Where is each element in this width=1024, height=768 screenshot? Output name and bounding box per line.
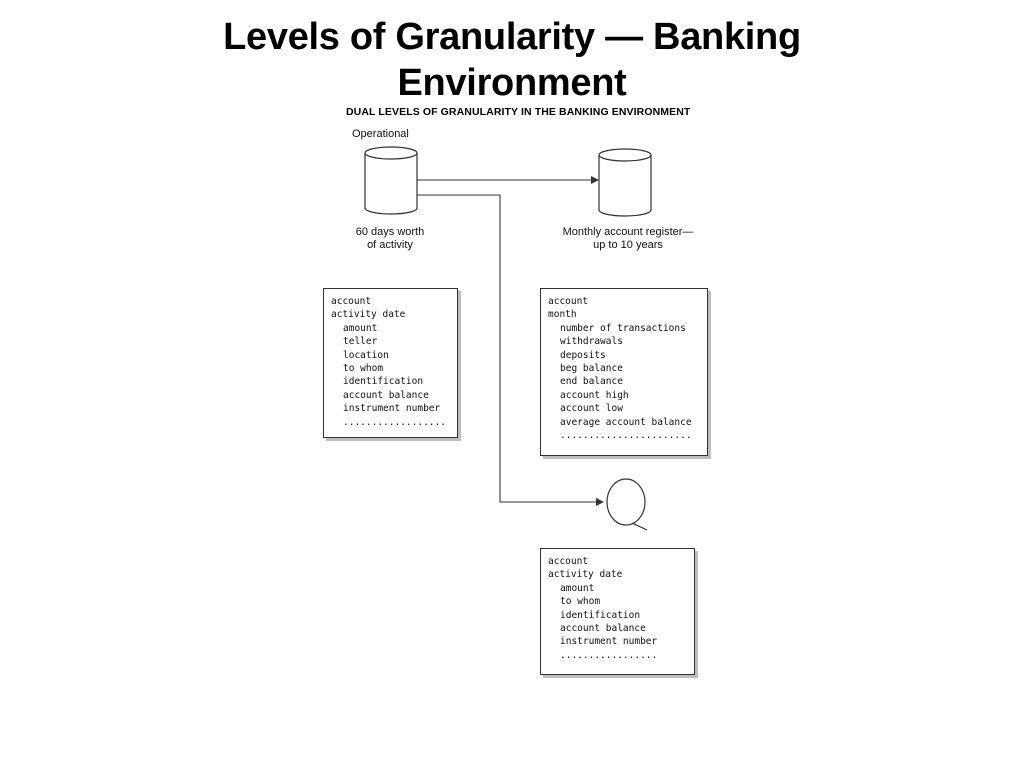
monthly-caption-line-2: up to 10 years [593, 239, 663, 251]
record-field: number of transactions [560, 322, 686, 334]
slide-title: Levels of Granularity — Banking Environm… [223, 16, 801, 104]
monthly-caption: Monthly account register— up to 10 years [548, 226, 708, 252]
cylinder-database-icon [598, 148, 652, 217]
record-field: to whom [343, 363, 384, 375]
connector-operational-to-query [417, 194, 604, 506]
record-field: to whom [560, 596, 601, 608]
monthly-caption-line-1: Monthly account register— [562, 226, 694, 238]
record-field: activity date [331, 309, 406, 321]
record-field: identification [343, 376, 424, 388]
record-field: ....................... [560, 430, 692, 442]
record-field: instrument number [560, 636, 658, 648]
record-field: average account balance [560, 416, 692, 428]
record-field: teller [343, 336, 378, 348]
record-field: account [548, 296, 589, 307]
operational-caption-line-2: of activity [367, 239, 413, 251]
record-field: account high [560, 389, 629, 401]
operational-caption: 60 days worth of activity [340, 226, 440, 252]
record-field: identification [560, 609, 641, 621]
record-field: withdrawals [560, 336, 623, 348]
record-field: month [548, 309, 577, 321]
record-field: end balance [560, 376, 623, 388]
record-field: .................. [343, 416, 446, 428]
record-field: activity date [548, 569, 623, 581]
record-field: account [331, 296, 372, 307]
diagram-heading: DUAL LEVELS OF GRANULARITY IN THE BANKIN… [346, 106, 691, 118]
record-field: amount [560, 582, 595, 594]
record-field: account low [560, 403, 623, 415]
record-field: account balance [560, 623, 646, 635]
record-field: deposits [560, 349, 606, 361]
record-field: account [548, 556, 589, 567]
operational-label: Operational [352, 128, 409, 140]
operational-caption-line-1: 60 days worth [355, 226, 425, 238]
cylinder-database-icon [364, 146, 418, 215]
record-field: ................. [560, 649, 658, 661]
record-field: account balance [343, 389, 429, 401]
record-field: location [343, 349, 389, 361]
record-field: amount [343, 322, 378, 334]
record-field: beg balance [560, 363, 623, 375]
record-field: instrument number [343, 403, 441, 415]
magnifier-query-icon [606, 478, 648, 531]
